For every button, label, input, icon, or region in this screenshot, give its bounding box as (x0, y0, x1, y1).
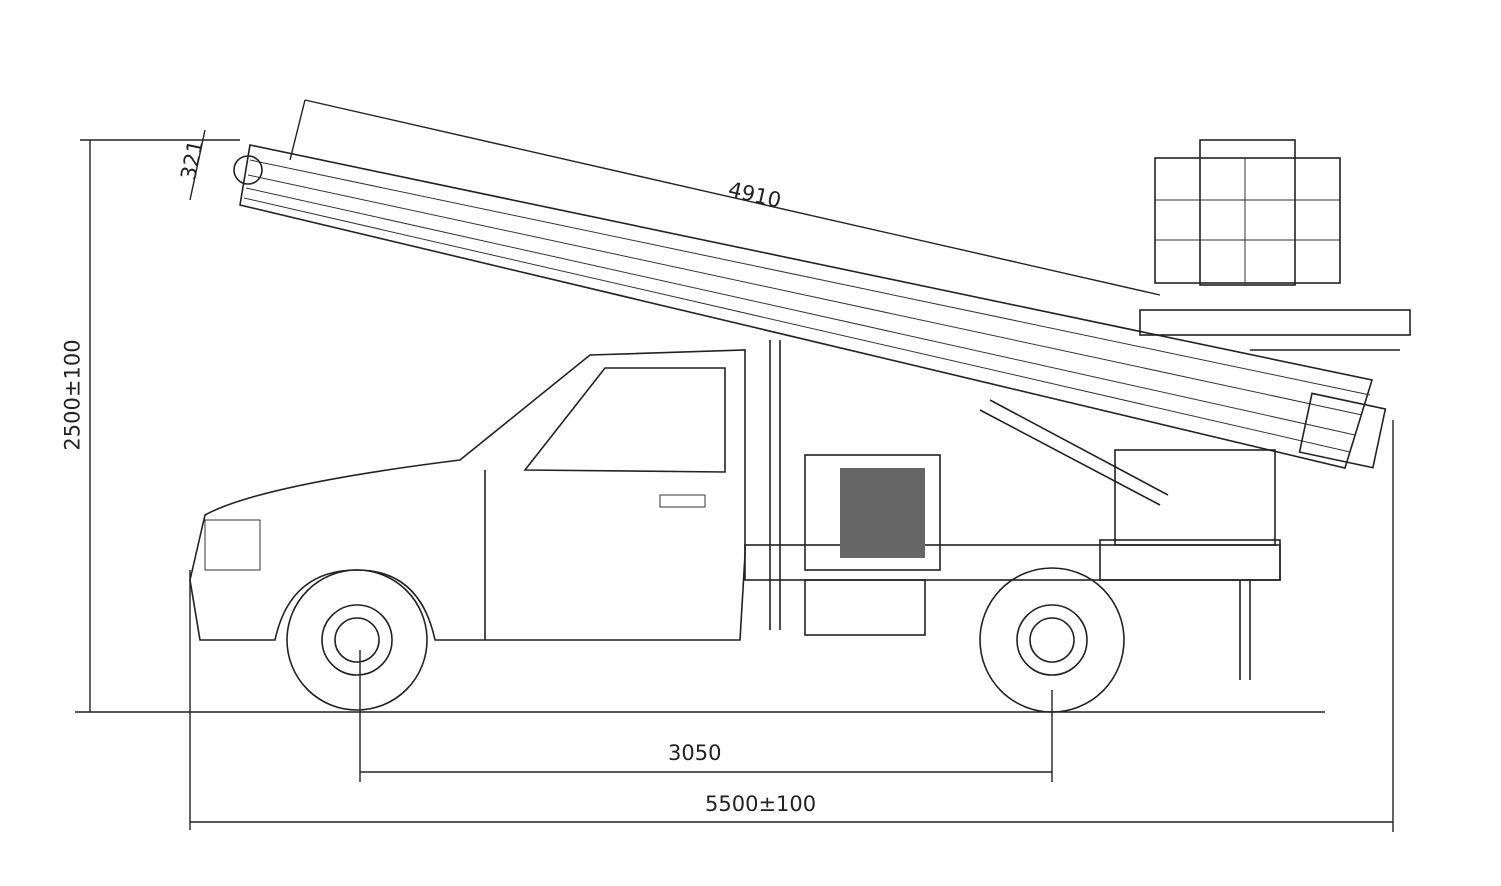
ladder-boom (233, 144, 1387, 469)
chassis (744, 340, 1281, 680)
dim-wheelbase: 3050 (668, 741, 722, 765)
front-wheel (286, 569, 428, 711)
truck-cab (189, 349, 746, 641)
engine-block (840, 468, 925, 558)
dimension-lines (80, 99, 1394, 832)
rear-wheel (979, 567, 1125, 713)
dim-overall-length: 5500±100 (705, 792, 817, 816)
basket (1139, 139, 1411, 351)
dim-overall-height: 2500±100 (60, 339, 85, 451)
